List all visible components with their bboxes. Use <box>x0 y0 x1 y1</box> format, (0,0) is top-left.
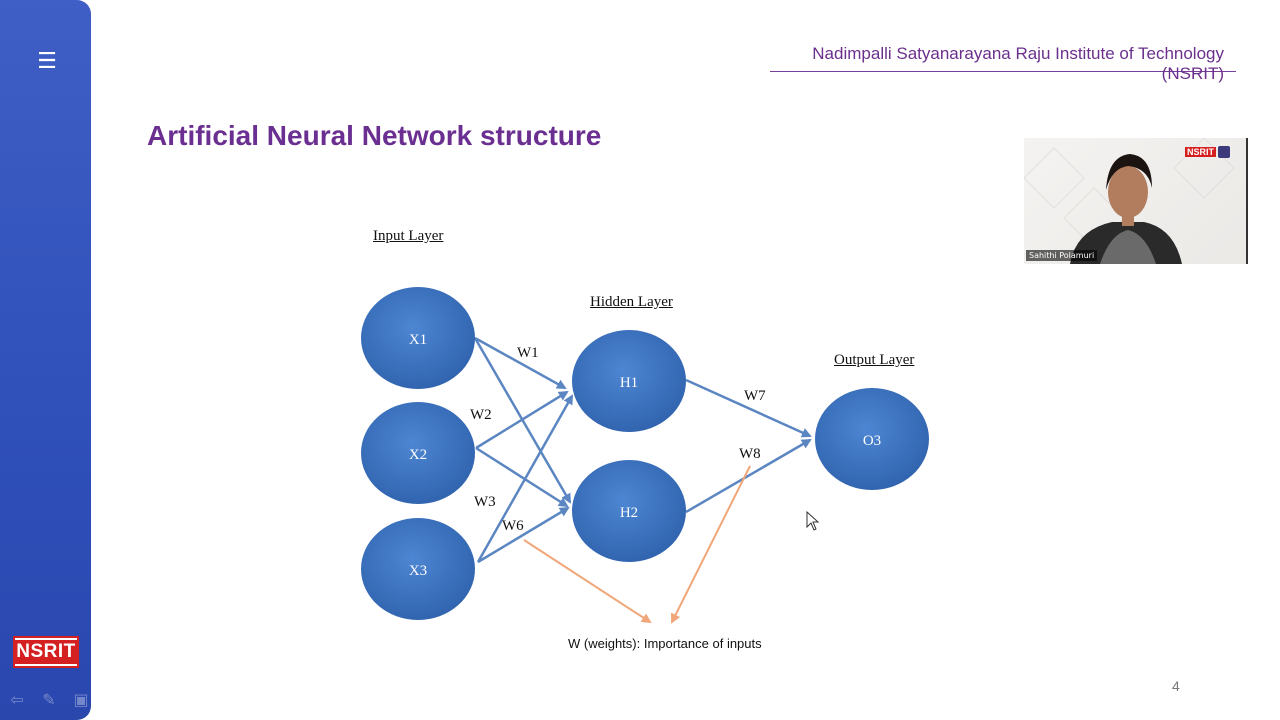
edge-x2-h2 <box>475 446 569 508</box>
node-h2 <box>572 460 686 562</box>
presenter-face <box>1108 166 1148 218</box>
edge-h2-o3 <box>685 438 812 514</box>
presenter-neck <box>1122 216 1134 226</box>
mouse-cursor-icon <box>806 511 820 531</box>
weight-label-w2: W2 <box>470 407 492 423</box>
menu-icon[interactable]: ☰ <box>37 49 57 74</box>
logo-text: NSRIT <box>13 640 79 664</box>
sidebar: ☰ NSRIT ⇦ ✎ ▣ ⇨ <box>0 0 120 720</box>
weight-label-w1: W1 <box>517 345 539 361</box>
presenter-silhouette <box>1024 138 1235 264</box>
node-x1 <box>361 287 475 389</box>
edge-x3-h2 <box>477 506 570 564</box>
node-label-o3: O3 <box>863 433 881 449</box>
node-label-x3: X3 <box>409 563 427 579</box>
institute-name: Nadimpalli Satyanarayana Raju Institute … <box>770 44 1236 83</box>
annotation-arrows <box>523 465 751 624</box>
edge-x1-h1 <box>474 336 567 390</box>
weight-label-w7: W7 <box>744 388 766 404</box>
node-label-x1: X1 <box>409 332 427 348</box>
video-logo: NSRIT <box>1185 147 1216 157</box>
edge-h1-o3 <box>685 378 812 438</box>
weight-label-w6: W6 <box>502 518 524 534</box>
page-number: 4 <box>1172 678 1180 694</box>
presenter-scarf <box>1100 230 1156 264</box>
weight-labels: W1 W2 W3 W6 W7 W8 <box>470 345 766 534</box>
weights-caption: W (weights): Importance of inputs <box>568 636 762 651</box>
video-badge-icon <box>1218 146 1230 158</box>
edge-x2-h1 <box>475 390 569 450</box>
presenter-name: Sahithi Polamuri <box>1026 250 1098 261</box>
node-x3 <box>361 518 475 620</box>
prev-icon[interactable]: ⇦ <box>10 690 24 709</box>
node-x2 <box>361 402 475 504</box>
edge-x3-h1 <box>476 394 574 563</box>
node-label-h2: H2 <box>620 505 638 521</box>
node-o3 <box>815 388 929 490</box>
weight-edges <box>473 336 812 564</box>
pen-icon[interactable]: ✎ <box>42 690 56 709</box>
input-layer-label: Input Layer <box>373 228 444 244</box>
annotation-arrow-w6 <box>523 539 652 624</box>
network-nodes <box>361 287 929 620</box>
presenter-video: NSRIT Sahithi Polamuri <box>1024 138 1248 264</box>
node-labels: X1 X2 X3 H1 H2 O3 <box>409 332 881 579</box>
presenter-hair <box>1106 154 1152 190</box>
output-layer-label: Output Layer <box>834 352 915 368</box>
weight-label-w8: W8 <box>739 446 761 462</box>
node-h1 <box>572 330 686 432</box>
nsrit-logo: NSRIT <box>13 636 79 668</box>
node-label-x2: X2 <box>409 447 427 463</box>
screen-icon[interactable]: ▣ <box>73 690 89 709</box>
annotation-arrow-w8 <box>671 465 751 624</box>
hidden-layer-label: Hidden Layer <box>590 294 673 310</box>
slide-title: Artificial Neural Network structure <box>147 120 602 151</box>
next-icon[interactable]: ⇨ <box>106 690 120 709</box>
node-label-h1: H1 <box>620 375 638 391</box>
slide-controls: ⇦ ✎ ▣ ⇨ <box>6 690 124 710</box>
weight-label-w3: W3 <box>474 494 496 510</box>
